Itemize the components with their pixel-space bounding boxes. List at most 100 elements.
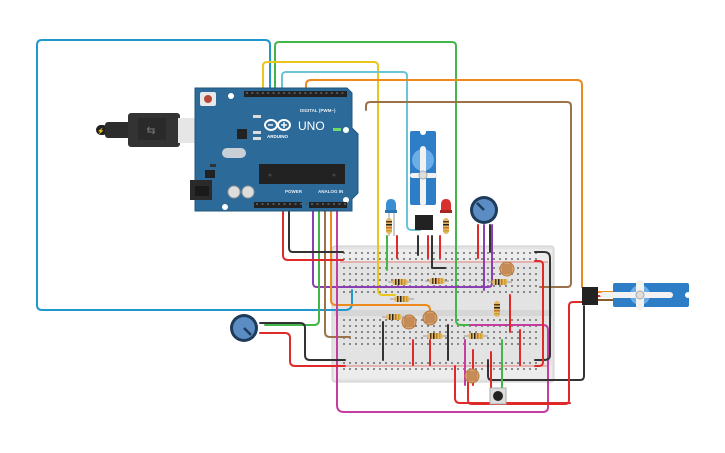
breadboard-hole[interactable] — [523, 291, 525, 293]
breadboard-hole[interactable] — [409, 267, 411, 269]
breadboard-hole[interactable] — [421, 258, 423, 260]
breadboard-hole[interactable] — [487, 331, 489, 333]
breadboard-hole[interactable] — [457, 258, 459, 260]
breadboard-hole[interactable] — [469, 273, 471, 275]
breadboard-hole[interactable] — [475, 291, 477, 293]
resistor[interactable] — [425, 278, 449, 284]
breadboard-hole[interactable] — [439, 291, 441, 293]
breadboard-hole[interactable] — [463, 279, 465, 281]
breadboard-hole[interactable] — [511, 368, 513, 370]
breadboard-hole[interactable] — [379, 337, 381, 339]
breadboard-hole[interactable] — [505, 252, 507, 254]
wire-black-gnd[interactable] — [288, 206, 344, 253]
breadboard-hole[interactable] — [433, 343, 435, 345]
breadboard-hole[interactable] — [421, 267, 423, 269]
breadboard-hole[interactable] — [451, 319, 453, 321]
breadboard-hole[interactable] — [409, 252, 411, 254]
breadboard-hole[interactable] — [493, 319, 495, 321]
breadboard-hole[interactable] — [523, 319, 525, 321]
breadboard-hole[interactable] — [451, 252, 453, 254]
breadboard-hole[interactable] — [385, 291, 387, 293]
breadboard-hole[interactable] — [517, 337, 519, 339]
breadboard-hole[interactable] — [397, 325, 399, 327]
breadboard-hole[interactable] — [499, 291, 501, 293]
breadboard-hole[interactable] — [511, 285, 513, 287]
breadboard-hole[interactable] — [349, 279, 351, 281]
breadboard-hole[interactable] — [391, 291, 393, 293]
breadboard-hole[interactable] — [475, 258, 477, 260]
pushbutton[interactable] — [489, 387, 507, 405]
breadboard-hole[interactable] — [535, 343, 537, 345]
wire-cyan[interactable] — [281, 71, 421, 231]
breadboard-hole[interactable] — [421, 362, 423, 364]
breadboard-hole[interactable] — [445, 319, 447, 321]
breadboard-hole[interactable] — [415, 337, 417, 339]
breadboard-hole[interactable] — [517, 291, 519, 293]
breadboard-hole[interactable] — [493, 331, 495, 333]
wire-black-rail-right[interactable] — [534, 251, 551, 361]
breadboard-hole[interactable] — [373, 252, 375, 254]
breadboard-hole[interactable] — [379, 362, 381, 364]
breadboard-hole[interactable] — [343, 279, 345, 281]
breadboard-hole[interactable] — [361, 331, 363, 333]
breadboard-hole[interactable] — [391, 343, 393, 345]
breadboard-hole[interactable] — [415, 368, 417, 370]
breadboard-hole[interactable] — [415, 362, 417, 364]
breadboard-hole[interactable] — [355, 368, 357, 370]
breadboard-hole[interactable] — [457, 273, 459, 275]
breadboard-hole[interactable] — [355, 279, 357, 281]
breadboard-hole[interactable] — [391, 325, 393, 327]
breadboard-hole[interactable] — [403, 291, 405, 293]
breadboard-hole[interactable] — [367, 267, 369, 269]
breadboard-hole[interactable] — [535, 291, 537, 293]
breadboard-hole[interactable] — [409, 362, 411, 364]
breadboard-hole[interactable] — [355, 362, 357, 364]
led-red[interactable] — [440, 199, 452, 213]
breadboard-hole[interactable] — [373, 362, 375, 364]
resistor[interactable] — [423, 333, 447, 339]
breadboard-hole[interactable] — [451, 331, 453, 333]
breadboard-hole[interactable] — [361, 267, 363, 269]
breadboard-hole[interactable] — [439, 273, 441, 275]
potentiometer-top[interactable] — [470, 196, 498, 224]
breadboard-hole[interactable] — [511, 331, 513, 333]
resistor[interactable] — [382, 314, 406, 320]
breadboard-hole[interactable] — [367, 291, 369, 293]
breadboard-hole[interactable] — [403, 273, 405, 275]
breadboard-hole[interactable] — [493, 343, 495, 345]
potentiometer-left[interactable] — [230, 314, 258, 342]
breadboard-hole[interactable] — [409, 291, 411, 293]
breadboard-hole[interactable] — [355, 258, 357, 260]
breadboard-hole[interactable] — [511, 319, 513, 321]
breadboard-hole[interactable] — [481, 252, 483, 254]
breadboard-hole[interactable] — [349, 291, 351, 293]
breadboard-hole[interactable] — [397, 337, 399, 339]
breadboard-hole[interactable] — [367, 319, 369, 321]
breadboard-hole[interactable] — [421, 325, 423, 327]
breadboard-hole[interactable] — [379, 252, 381, 254]
breadboard-hole[interactable] — [349, 331, 351, 333]
breadboard-hole[interactable] — [463, 331, 465, 333]
breadboard-hole[interactable] — [427, 331, 429, 333]
breadboard-hole[interactable] — [475, 267, 477, 269]
breadboard-hole[interactable] — [367, 273, 369, 275]
breadboard-hole[interactable] — [403, 331, 405, 333]
breadboard-hole[interactable] — [535, 267, 537, 269]
breadboard-hole[interactable] — [493, 273, 495, 275]
breadboard-hole[interactable] — [427, 368, 429, 370]
breadboard-hole[interactable] — [421, 337, 423, 339]
breadboard-hole[interactable] — [403, 252, 405, 254]
breadboard-hole[interactable] — [523, 273, 525, 275]
breadboard-hole[interactable] — [415, 331, 417, 333]
breadboard-hole[interactable] — [505, 362, 507, 364]
breadboard-hole[interactable] — [457, 291, 459, 293]
breadboard-hole[interactable] — [475, 331, 477, 333]
breadboard-hole[interactable] — [361, 291, 363, 293]
breadboard-hole[interactable] — [343, 252, 345, 254]
breadboard-hole[interactable] — [451, 343, 453, 345]
digital-header-2[interactable] — [300, 91, 347, 97]
breadboard-hole[interactable] — [397, 273, 399, 275]
breadboard-hole[interactable] — [385, 331, 387, 333]
breadboard-hole[interactable] — [469, 291, 471, 293]
breadboard-hole[interactable] — [439, 368, 441, 370]
